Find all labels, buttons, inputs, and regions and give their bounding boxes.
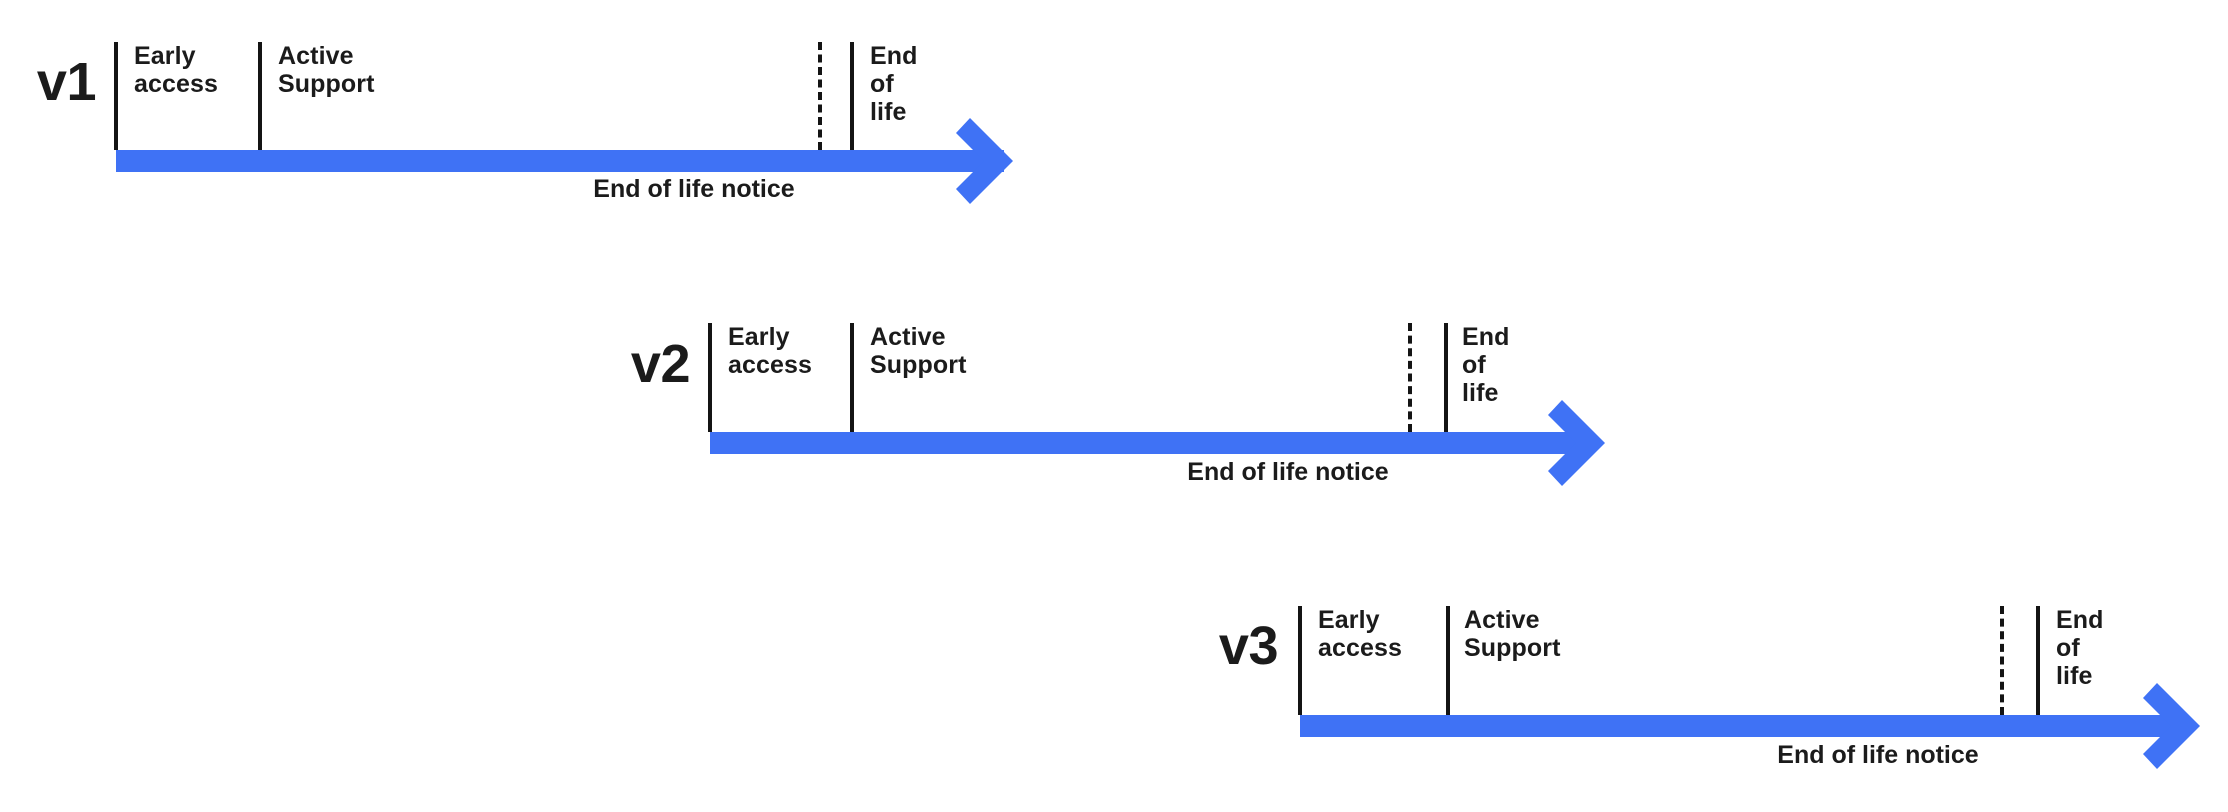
end-of-life-notice-label-v2: End of life notice <box>1187 458 1389 486</box>
phase-label-end-of-life-v1: End of life <box>870 42 918 126</box>
end-of-life-start-tick <box>2036 606 2040 715</box>
phase-label-active-support-v1: Active Support <box>278 42 375 98</box>
phase-label-active-support-v3: Active Support <box>1464 606 1561 662</box>
lifecycle-bar-v3 <box>1300 715 2185 737</box>
version-label-v3: v3 <box>1218 616 1279 676</box>
end-of-life-notice-marker-tick <box>1408 323 1412 432</box>
early-access-start-tick <box>1298 606 1302 715</box>
phase-label-end-of-life-v2: End of life <box>1462 323 1510 407</box>
version-label-v1: v1 <box>36 52 97 112</box>
phase-label-active-support-v2: Active Support <box>870 323 967 379</box>
end-of-life-notice-label-v3: End of life notice <box>1777 741 1979 769</box>
arrow-head-icon-v3 <box>2143 683 2215 769</box>
active-support-start-tick <box>850 323 854 432</box>
lifecycle-bar-v2 <box>710 432 1590 454</box>
phase-label-early-access-v2: Early access <box>728 323 813 379</box>
early-access-start-tick <box>114 42 118 150</box>
end-of-life-start-tick <box>1444 323 1448 432</box>
end-of-life-notice-marker-tick <box>2000 606 2004 715</box>
end-of-life-notice-label-v1: End of life notice <box>593 175 795 203</box>
version-label-v2: v2 <box>630 334 691 394</box>
end-of-life-notice-marker-tick <box>818 42 822 150</box>
active-support-start-tick <box>1446 606 1450 715</box>
early-access-start-tick <box>708 323 712 432</box>
arrow-head-icon-v1 <box>956 118 1028 204</box>
active-support-start-tick <box>258 42 262 150</box>
arrow-head-icon-v2 <box>1548 400 1620 486</box>
phase-label-early-access-v1: Early access <box>134 42 219 98</box>
end-of-life-start-tick <box>850 42 854 150</box>
phase-label-early-access-v3: Early access <box>1318 606 1403 662</box>
lifecycle-bar-v1 <box>116 150 1004 172</box>
phase-label-end-of-life-v3: End of life <box>2056 606 2104 690</box>
